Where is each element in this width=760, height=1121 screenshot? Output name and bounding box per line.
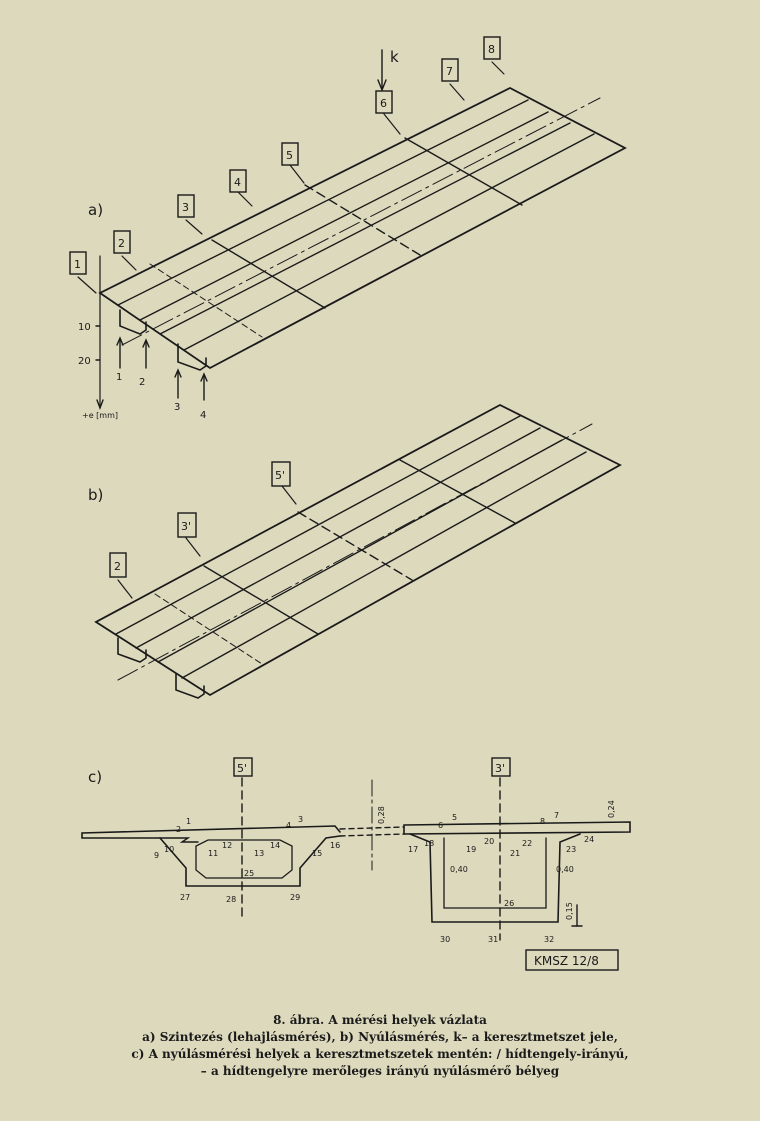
point-20: 20 — [484, 837, 494, 846]
point-30: 30 — [440, 935, 450, 944]
panel-a-label: a) — [88, 201, 103, 219]
measurement-diagram: a) 1 2 3 4 5 6 7 8 k 10 20 +e [mm] 1 2 3… — [69, 36, 631, 971]
dim-040-right: 0,40 — [556, 865, 574, 874]
point-27: 27 — [180, 893, 190, 902]
dim-028: 0,28 — [377, 806, 386, 824]
panel-c-label: c) — [88, 768, 102, 786]
figure-caption: 8. ábra. A mérési helyek vázlata a) Szin… — [0, 1012, 760, 1080]
k-label: k — [390, 48, 399, 66]
point-5: 5 — [452, 813, 457, 822]
point-29: 29 — [290, 893, 300, 902]
caption-line-a-b: a) Szintezés (lehajlásmérés), b) Nyúlásm… — [142, 1030, 618, 1044]
scale-tick-20: 20 — [78, 356, 91, 367]
section-tag-3p: 3' — [495, 762, 505, 775]
point-13: 13 — [254, 849, 264, 858]
panel-a-deck — [95, 49, 627, 410]
caption-title: 8. ábra. A mérési helyek vázlata — [273, 1013, 487, 1027]
tag-b-3p: 3' — [181, 520, 191, 533]
panel-b-deck — [94, 403, 622, 699]
point-7: 7 — [554, 811, 559, 820]
panel-b-label: b) — [88, 486, 103, 504]
point-26: 26 — [504, 899, 514, 908]
point-24: 24 — [584, 835, 594, 844]
point-9: 9 — [154, 851, 159, 860]
point-32: 32 — [544, 935, 554, 944]
caption-line-gauge: – a hídtengelyre merőleges irányú nyúlás… — [200, 1064, 560, 1078]
dim-024: 0,24 — [607, 800, 616, 818]
panel-c-sections — [81, 777, 631, 941]
point-8: 8 — [540, 817, 545, 826]
point-25: 25 — [244, 869, 254, 878]
tag-7: 7 — [446, 65, 453, 78]
point-3: 3 — [298, 815, 303, 824]
tag-b-2: 2 — [114, 560, 121, 573]
tag-8: 8 — [488, 43, 495, 56]
scale-unit: +e [mm] — [82, 411, 118, 420]
section-tag-5p: 5' — [237, 762, 247, 775]
point-15: 15 — [312, 849, 322, 858]
point-4: 4 — [286, 821, 291, 830]
tag-4: 4 — [234, 176, 241, 189]
dim-015: 0,15 — [565, 902, 574, 920]
dim-040-left: 0,40 — [450, 865, 468, 874]
point-23: 23 — [566, 845, 576, 854]
point-31: 31 — [488, 935, 498, 944]
support-1: 1 — [116, 372, 122, 383]
point-6: 6 — [438, 821, 443, 830]
panel-b-leaders — [117, 485, 297, 599]
support-4: 4 — [200, 410, 206, 421]
drawing-stamp: KMSZ 12/8 — [534, 954, 599, 968]
point-28: 28 — [226, 895, 236, 904]
point-21: 21 — [510, 849, 520, 858]
point-1: 1 — [186, 817, 191, 826]
point-19: 19 — [466, 845, 476, 854]
tag-6: 6 — [380, 97, 387, 110]
point-12: 12 — [222, 841, 232, 850]
point-11: 11 — [208, 849, 218, 858]
point-18: 18 — [424, 839, 434, 848]
tag-5: 5 — [286, 149, 293, 162]
point-14: 14 — [270, 841, 280, 850]
tag-3: 3 — [182, 201, 189, 214]
point-16: 16 — [330, 841, 340, 850]
point-10: 10 — [164, 845, 174, 854]
tag-1: 1 — [74, 258, 81, 271]
support-2: 2 — [139, 377, 145, 388]
support-3: 3 — [174, 402, 180, 413]
caption-line-c: c) A nyúlásmérési helyek a keresztmetsze… — [131, 1047, 629, 1061]
point-22: 22 — [522, 839, 532, 848]
point-2: 2 — [176, 825, 181, 834]
scale-tick-10: 10 — [78, 322, 91, 333]
panel-a-leaders — [77, 61, 505, 294]
point-17: 17 — [408, 845, 418, 854]
tag-b-5p: 5' — [275, 469, 285, 482]
tag-2: 2 — [118, 237, 125, 250]
